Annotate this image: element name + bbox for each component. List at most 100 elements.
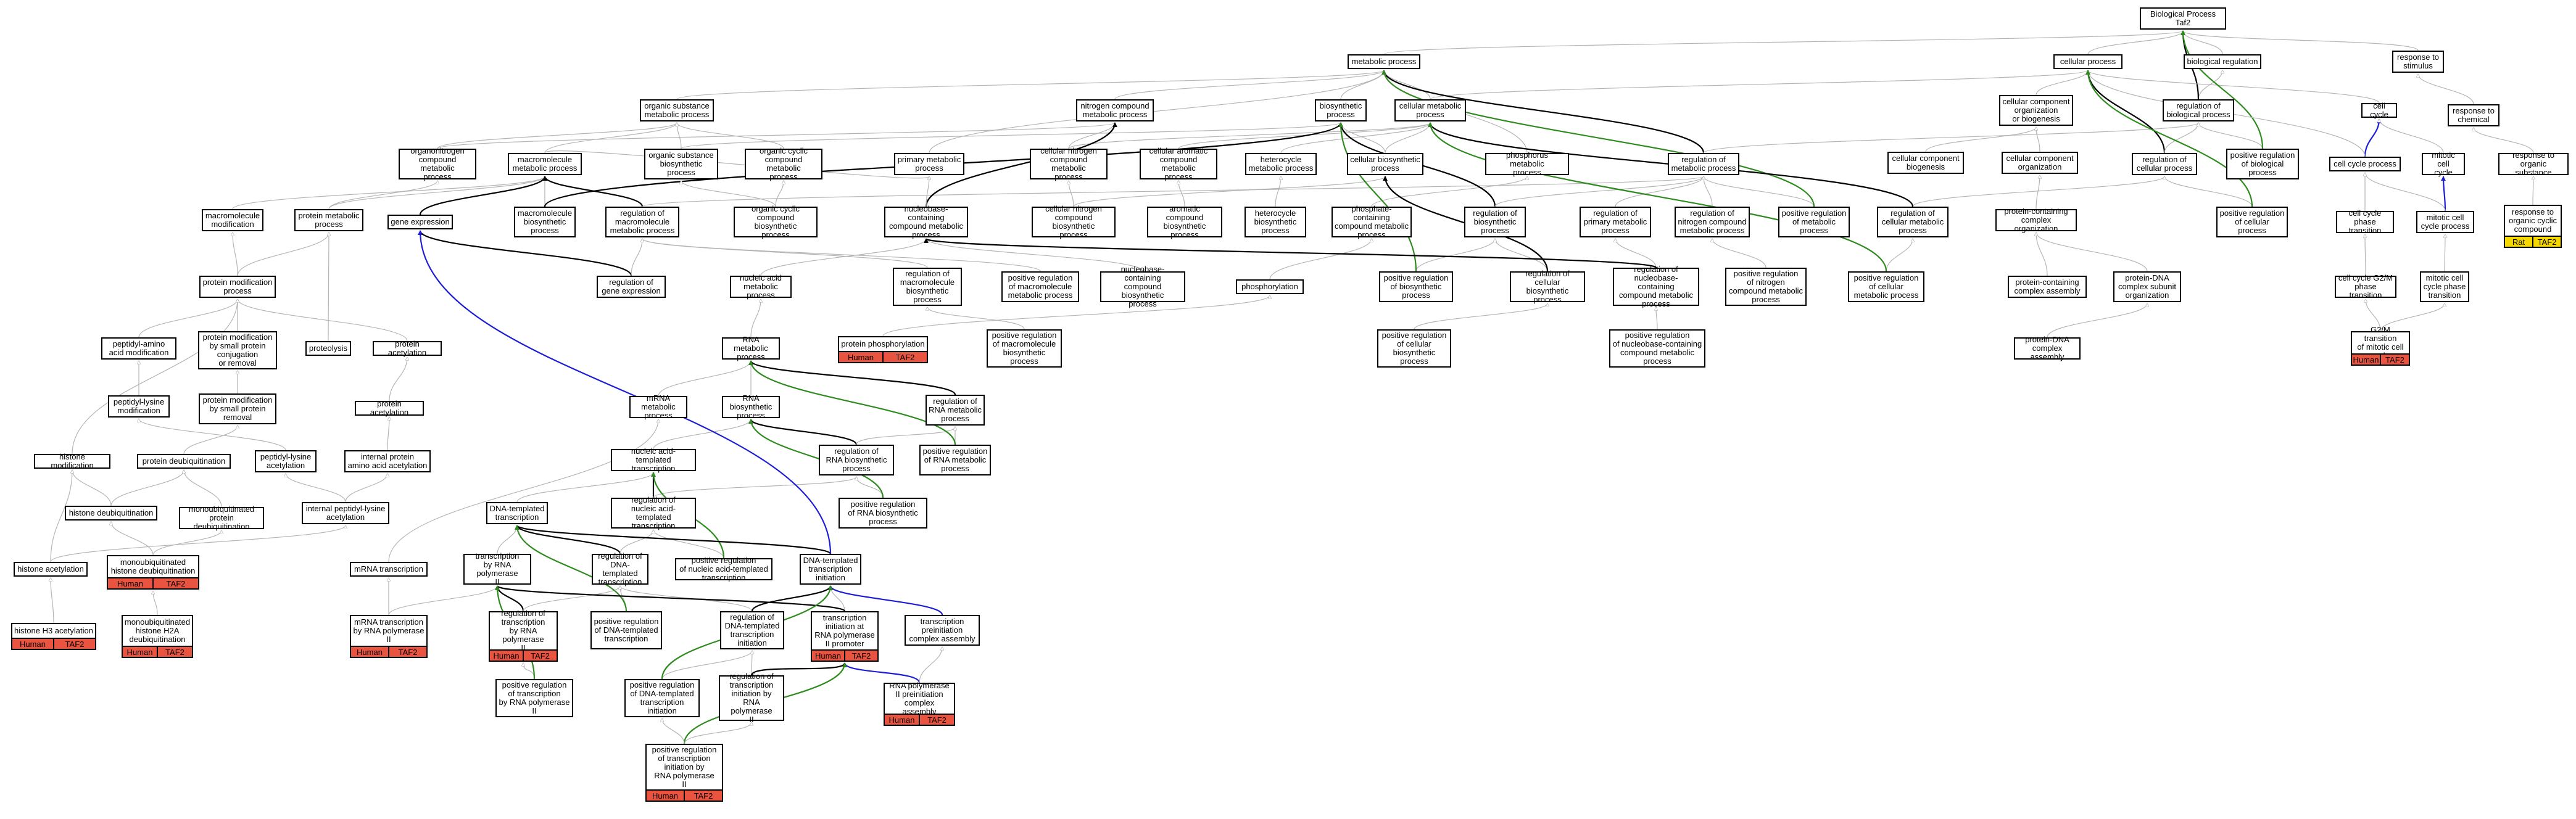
go-term-node-phos[interactable]: phosphorylation [1236, 279, 1304, 294]
go-term-node-ccg2m[interactable]: cell cycle G2/M phase transition [2335, 274, 2396, 300]
go-term-node-mccpt[interactable]: mitotic cell cycle phase transition [2420, 271, 2469, 302]
go-term-node-mubpdub[interactable]: monoubiquitinated protein deubiquitinati… [179, 505, 264, 531]
go-term-node-pcca[interactable]: protein-containing complex organization [1995, 207, 2077, 233]
go-term-node-bsp[interactable]: biosynthetic process [1315, 99, 1367, 121]
go-term-node-prnatt[interactable]: positive regulation of nucleic acid-temp… [675, 556, 772, 582]
go-term-node-prtirnap2[interactable]: positive regulation of transcription ini… [645, 744, 723, 789]
go-term-node-mp[interactable]: metabolic process [1348, 54, 1420, 69]
go-term-node-ccpt[interactable]: cell cycle phase transition [2336, 209, 2394, 235]
go-term-node-rts[interactable]: response to stimulus [2392, 51, 2444, 73]
go-term-node-rcbp[interactable]: regulation of cellular biosynthetic proc… [1510, 270, 1585, 304]
go-term-node-osmp[interactable]: organic substance metabolic process [640, 99, 714, 121]
go-term-node-rrnabp[interactable]: regulation of RNA biosynthetic process [819, 445, 894, 475]
go-term-node-prnbcmp[interactable]: positive regulation of nucleobase-contai… [1609, 329, 1705, 368]
go-term-node-mubhdub[interactable]: monoubiquitinated histone deubiquitinati… [107, 555, 199, 577]
go-term-node-hmp[interactable]: heterocycle metabolic process [1245, 153, 1317, 175]
go-term-node-prdtti[interactable]: positive regulation of DNA-templated tra… [624, 679, 700, 717]
go-term-node-namp[interactable]: nucleic acid metabolic process [730, 274, 792, 300]
go-term-node-prcbp[interactable]: positive regulation of cellular biosynth… [1377, 329, 1451, 368]
go-term-node-tirnap2[interactable]: transcription initiation at RNA polymera… [811, 611, 879, 649]
go-term-node-cacmp[interactable]: cellular aromatic compound metabolic pro… [1140, 147, 1217, 181]
go-term-node-rpmp[interactable]: regulation of primary metabolic process [1580, 207, 1651, 237]
go-term-node-prbp[interactable]: positive regulation of biological proces… [2226, 149, 2299, 179]
go-term-node-osbp[interactable]: organic substance biosynthetic process [644, 149, 718, 179]
go-term-node-trnap2[interactable]: transcription by RNA polymerase II [463, 552, 531, 586]
go-term-node-mbp[interactable]: macromolecule biosynthetic process [514, 207, 576, 237]
go-term-node-rcmp[interactable]: regulation of cellular metabolic process [1877, 207, 1949, 237]
go-term-node-mrnatp2[interactable]: mRNA transcription by RNA polymerase II [350, 615, 428, 646]
go-term-node-prrnabp[interactable]: positive regulation of RNA biosynthetic … [839, 498, 927, 529]
go-term-node-pcca2[interactable]: protein-containing complex assembly [2008, 276, 2087, 298]
go-term-node-mrnat[interactable]: mRNA transcription [350, 562, 428, 577]
go-term-node-cco[interactable]: cellular component organization [2002, 152, 2078, 174]
go-term-node-iplacet[interactable]: internal peptidyl-lysine acetylation [302, 502, 389, 524]
go-term-node-ccob[interactable]: cellular component organization or bioge… [1999, 95, 2073, 126]
go-term-node-rmmp[interactable]: regulation of macromolecule metabolic pr… [605, 207, 679, 237]
go-term-node-rnatt[interactable]: regulation of nucleic acid-templated tra… [611, 496, 696, 530]
go-term-node-prtrnap2[interactable]: positive regulation of transcription by … [495, 679, 573, 717]
go-term-node-rmmbp[interactable]: regulation of macromolecule biosynthetic… [893, 268, 962, 306]
go-term-node-mmod[interactable]: macromolecule modification [202, 209, 263, 231]
go-term-node-rtrnap2[interactable]: regulation of transcription by RNA polym… [489, 609, 558, 652]
go-term-node-nbcbp[interactable]: nucleobase-containing compound biosynthe… [1100, 265, 1185, 308]
go-term-node-bp[interactable]: Biological Process Taf2 [2140, 7, 2226, 30]
go-term-node-rnbcmp[interactable]: regulation of nucleobase-containing comp… [1613, 265, 1699, 308]
go-term-node-cncbp[interactable]: cellular nitrogen compound biosynthetic … [1032, 205, 1116, 239]
go-term-node-pdnacso[interactable]: protein-DNA complex subunit organization [2113, 271, 2181, 302]
go-term-node-prbsp[interactable]: positive regulation of biosynthetic proc… [1379, 271, 1453, 302]
go-term-node-prncmp[interactable]: positive regulation of nitrogen compound… [1725, 268, 1807, 306]
go-term-node-occmp[interactable]: organic cyclic compound metabolic proces… [745, 147, 822, 181]
go-term-node-cbp[interactable]: cellular biosynthetic process [1347, 153, 1423, 175]
go-term-node-rbsp[interactable]: regulation of biosynthetic process [1464, 207, 1526, 237]
go-term-node-ccproc[interactable]: cell cycle process [2329, 157, 2401, 171]
go-term-node-pccmp[interactable]: phosphate-containing compound metabolic … [1331, 205, 1412, 239]
go-term-node-tpca[interactable]: transcription preinitiation complex asse… [905, 615, 980, 646]
go-term-node-rtocc[interactable]: response to organic cyclic compound [2504, 205, 2562, 236]
go-term-node-mubh2a[interactable]: monoubiquitinated histone H2A deubiquiti… [122, 615, 193, 646]
go-term-node-protmp[interactable]: protein metabolic process [294, 209, 363, 231]
go-term-node-pmp[interactable]: primary metabolic process [894, 153, 964, 175]
go-term-node-prcmp[interactable]: positive regulation of cellular metaboli… [1848, 271, 1924, 302]
go-term-node-dtt[interactable]: DNA-templated transcription [486, 502, 548, 524]
go-term-node-protmod[interactable]: protein modification process [199, 276, 276, 298]
go-term-node-prmmbp[interactable]: positive regulation of macromolecule bio… [987, 329, 1062, 368]
go-term-node-cncmp[interactable]: cellular nitrogen compound metabolic pro… [1030, 147, 1108, 181]
go-term-node-rtirnap2[interactable]: regulation of transcription initiation b… [719, 672, 784, 724]
go-term-node-rnamp[interactable]: RNA metabolic process [722, 335, 780, 361]
go-term-node-hmod[interactable]: histone modification [34, 453, 110, 470]
go-term-node-rbp[interactable]: regulation of biological process [2163, 99, 2234, 121]
go-term-node-pmsmpc[interactable]: protein modification by small protein co… [198, 331, 277, 369]
go-term-node-cellcycle[interactable]: cell cycle [2361, 102, 2397, 119]
go-term-node-rnabp[interactable]: RNA biosynthetic process [722, 394, 780, 420]
go-term-node-g2mt[interactable]: G2/M transition of mitotic cell cycle [2351, 326, 2410, 360]
go-term-node-pdub[interactable]: protein deubiquitination [137, 454, 231, 469]
go-term-node-prcp[interactable]: positive regulation of cellular process [2216, 207, 2288, 237]
go-term-node-phmp[interactable]: phosphorus metabolic process [1485, 151, 1569, 177]
go-term-node-rtos[interactable]: response to organic substance [2498, 151, 2569, 177]
go-term-node-protphos[interactable]: protein phosphorylation [838, 336, 928, 351]
go-term-node-plysacet[interactable]: peptidyl-lysine acetylation [255, 450, 317, 472]
go-term-node-prrnamp[interactable]: positive regulation of RNA metabolic pro… [919, 445, 991, 475]
go-term-node-br[interactable]: biological regulation [2184, 54, 2261, 69]
go-term-node-acbp[interactable]: aromatic compound biosynthetic process [1147, 205, 1222, 239]
go-term-node-rcp[interactable]: regulation of cellular process [2132, 153, 2197, 175]
go-term-node-dtti[interactable]: DNA-templated transcription initiation [800, 554, 861, 585]
go-term-node-occbp[interactable]: organic cyclic compound biosynthetic pro… [734, 205, 818, 239]
go-term-node-cp[interactable]: cellular process [2053, 54, 2123, 69]
go-term-node-rrnamp[interactable]: regulation of RNA metabolic process [926, 395, 985, 426]
go-term-node-rdtt[interactable]: regulation of DNA-templated transcriptio… [592, 552, 648, 586]
go-term-node-hacet[interactable]: histone acetylation [14, 562, 88, 577]
go-term-node-natt[interactable]: nucleic acid-templated transcription [611, 447, 696, 473]
go-term-node-pamod[interactable]: peptidyl-amino acid modification [101, 337, 176, 360]
go-term-node-prmp[interactable]: positive regulation of metabolic process [1778, 207, 1850, 237]
go-term-node-plysmod[interactable]: peptidyl-lysine modification [108, 395, 170, 418]
go-term-node-rncmp[interactable]: regulation of nitrogen compound metaboli… [1675, 207, 1750, 237]
go-term-node-pdnaca[interactable]: protein-DNA complex assembly [2014, 335, 2081, 361]
go-term-node-ge[interactable]: gene expression [387, 215, 453, 229]
go-term-node-h3acet[interactable]: histone H3 acetylation [11, 623, 96, 638]
go-term-node-cmp[interactable]: cellular metabolic process [1394, 99, 1466, 121]
go-term-node-ipaacet[interactable]: internal protein amino acid acetylation [344, 450, 431, 472]
go-term-node-rtc[interactable]: response to chemical [2448, 104, 2499, 126]
go-term-node-proteolysis[interactable]: proteolysis [305, 341, 351, 356]
go-term-node-prdtt[interactable]: positive regulation of DNA-templated tra… [590, 611, 662, 649]
